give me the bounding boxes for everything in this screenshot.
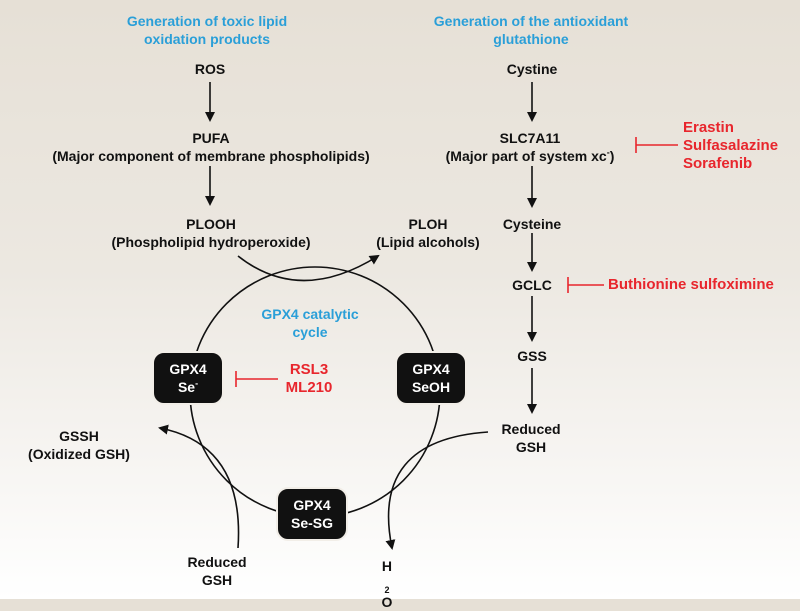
- pufa-label: PUFA (Major component of membrane phosph…: [52, 130, 370, 164]
- slc-inhibitors: Erastin Sulfasalazine Sorafenib: [683, 119, 779, 172]
- gpx4-se-node: GPX4 Se-: [152, 351, 224, 405]
- plooh-label: PLOOH (Phospholipid hydroperoxide): [111, 216, 311, 250]
- gclc-inhibitor: Buthionine sulfoximine: [608, 276, 774, 293]
- cystine-label: Cystine: [506, 61, 558, 77]
- arrow-gsh-water: [385, 431, 489, 550]
- cycle-title: GPX4 catalytic cycle: [261, 306, 359, 340]
- gssh-label: GSSH (Oxidized GSH): [28, 428, 130, 462]
- gpx4-seoh-node: GPX4 SeOH: [395, 351, 467, 405]
- gclc-label: GCLC: [512, 277, 552, 293]
- left-heading: Generation of toxic lipid oxidation prod…: [126, 13, 288, 47]
- gpx4-sesg-node: GPX4 Se-SG: [276, 487, 348, 541]
- ros-label: ROS: [194, 61, 226, 77]
- bottom-reduced-gsh-label: Reduced GSH: [187, 554, 247, 588]
- arrow-gsh-gssh: [158, 424, 240, 549]
- reduced-gsh-label: Reduced GSH: [501, 421, 561, 455]
- gss-label: GSS: [517, 348, 547, 364]
- arrow-plooh-ploh: [237, 254, 380, 282]
- right-heading: Generation of the antioxidant glutathion…: [433, 13, 629, 47]
- slc7a11-label: SLC7A11 (Major part of system xc-): [445, 130, 615, 164]
- cysteine-label: Cysteine: [502, 216, 562, 232]
- gpx4-inhibitors: RSL3 ML210: [285, 361, 333, 396]
- ploh-label: PLOH (Lipid alcohols): [376, 216, 480, 250]
